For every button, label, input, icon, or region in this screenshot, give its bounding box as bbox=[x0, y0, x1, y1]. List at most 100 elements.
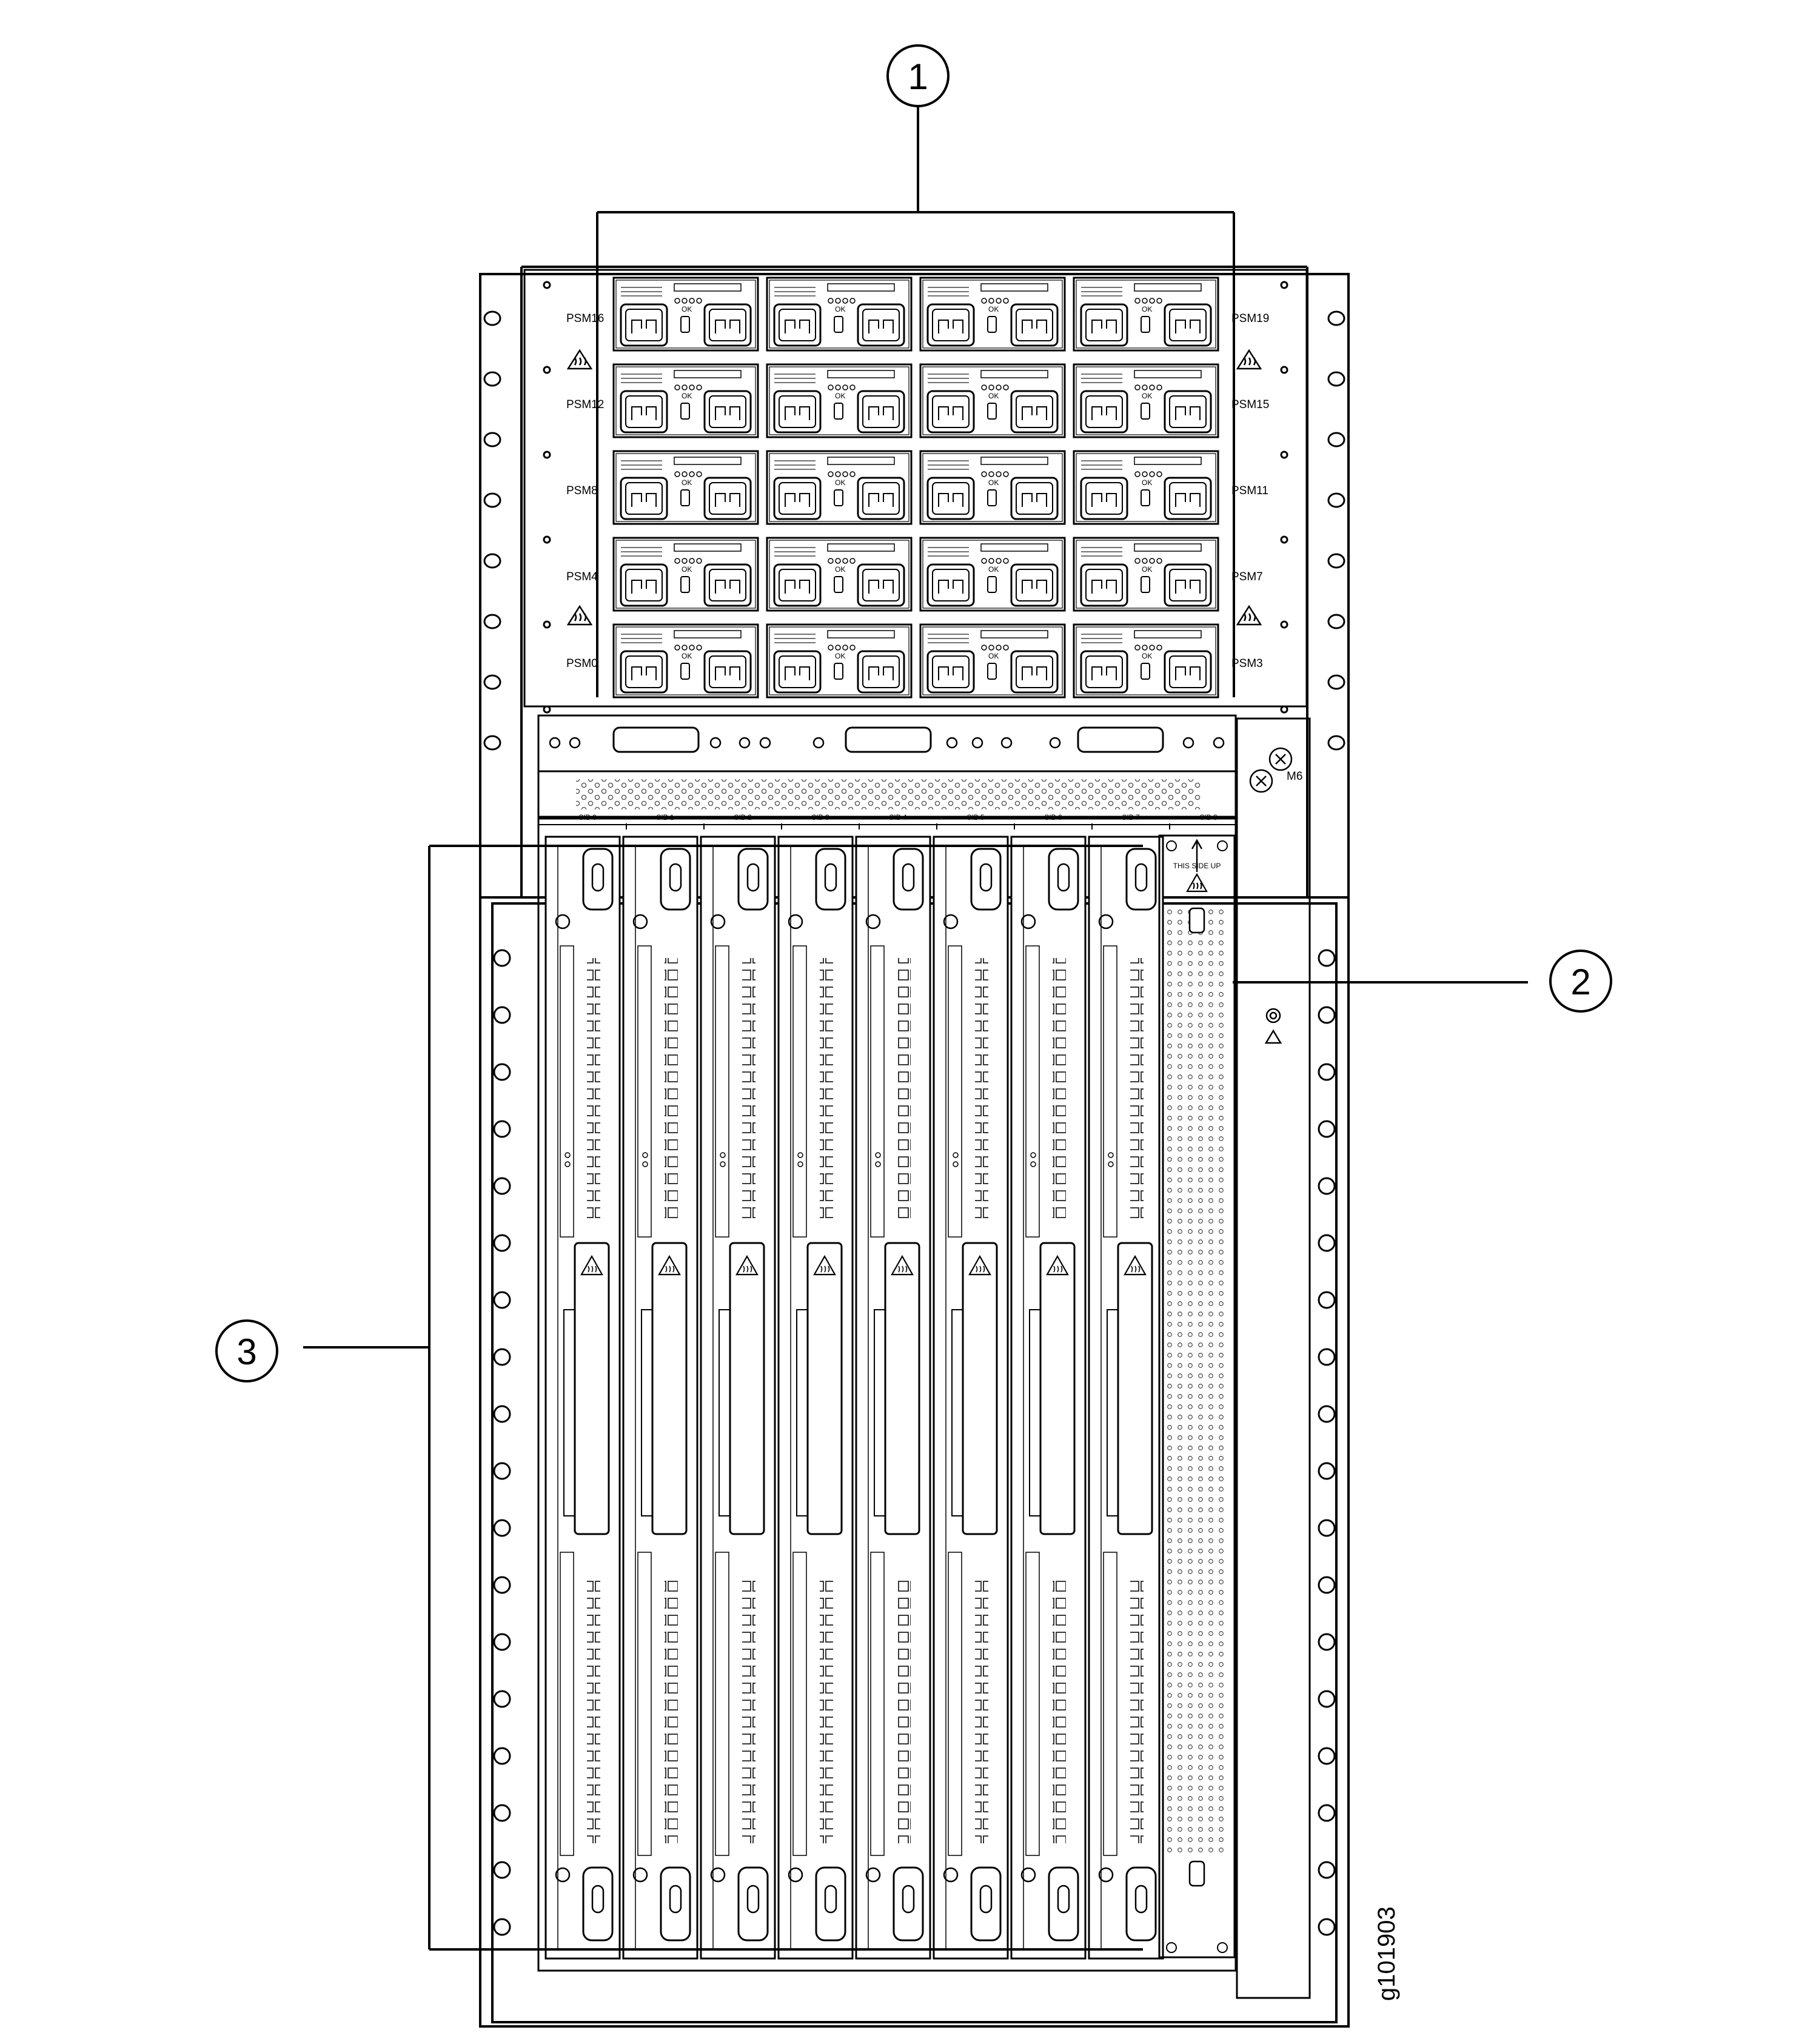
rack-hole bbox=[493, 1291, 511, 1309]
psm-module: OK bbox=[766, 623, 913, 699]
screw bbox=[739, 737, 751, 749]
warning-hot-surface-icon bbox=[968, 1255, 991, 1276]
screw-hole bbox=[1280, 451, 1288, 459]
rack-hole bbox=[483, 310, 501, 326]
led-ok-label: OK bbox=[835, 478, 845, 487]
rack-hole bbox=[493, 1348, 511, 1366]
rack-hole bbox=[1318, 1234, 1336, 1252]
rack-hole bbox=[1318, 1462, 1336, 1480]
rack-hole bbox=[483, 735, 501, 751]
psm-module: OK bbox=[612, 537, 759, 612]
rack-hole bbox=[493, 1633, 511, 1651]
sib-slot-label: SIB 8 bbox=[1199, 813, 1218, 822]
rack-hole bbox=[483, 553, 501, 569]
rack-hole bbox=[493, 949, 511, 967]
sib-card bbox=[700, 836, 776, 1960]
rack-hole bbox=[1327, 432, 1345, 447]
psm-module: OK bbox=[1073, 623, 1219, 699]
rack-hole bbox=[483, 371, 501, 387]
psm-module: OK bbox=[1073, 276, 1219, 352]
rack-hole bbox=[493, 1120, 511, 1138]
rack-hole bbox=[493, 1462, 511, 1480]
psm-label-left: PSM0 bbox=[566, 657, 598, 670]
led-ok-label: OK bbox=[988, 478, 999, 487]
rack-hole bbox=[1327, 735, 1345, 751]
sib-slot-label: SIB 5 bbox=[966, 813, 985, 822]
airflow-bar bbox=[537, 714, 1237, 818]
rack-mount-holes bbox=[483, 281, 1345, 1936]
esd-icon bbox=[1264, 1008, 1282, 1044]
screw-hole bbox=[1280, 366, 1288, 374]
screw-hole bbox=[543, 620, 551, 629]
led-ok-label: OK bbox=[1142, 392, 1152, 400]
psm-module: OK bbox=[766, 450, 913, 525]
psm-labels-left: PSM16 PSM12 PSM8 PSM4 PSM0 bbox=[566, 312, 604, 670]
led-ok-label: OK bbox=[1142, 478, 1152, 487]
led-ok-label: OK bbox=[988, 392, 999, 400]
psm-module: OK bbox=[612, 363, 759, 438]
psm-label-right: PSM15 bbox=[1231, 398, 1269, 411]
screw bbox=[812, 737, 825, 749]
psm-module: OK bbox=[919, 537, 1066, 612]
sib-slot-label: SIB 0 bbox=[578, 813, 597, 822]
rack-hole bbox=[1318, 1519, 1336, 1537]
rack-hole bbox=[493, 1804, 511, 1822]
rack-hole bbox=[1318, 1177, 1336, 1195]
sib-slot-label: SIB 6 bbox=[1044, 813, 1062, 822]
rack-hole bbox=[493, 1063, 511, 1081]
this-side-up-label: THIS SIDE UP bbox=[1173, 862, 1221, 870]
psm-module: OK bbox=[612, 450, 759, 525]
sib-card bbox=[622, 836, 698, 1960]
rack-hole bbox=[493, 1690, 511, 1708]
callout-2: 2 bbox=[1233, 950, 1612, 1013]
callout-3: 3 bbox=[215, 845, 1143, 1951]
rack-hole bbox=[1318, 1747, 1336, 1765]
psm-label-right: PSM19 bbox=[1231, 312, 1269, 325]
rack-hole bbox=[1318, 1291, 1336, 1309]
rack-hole bbox=[1318, 1348, 1336, 1366]
ground-label: M6 bbox=[1287, 770, 1302, 783]
led-ok-label: OK bbox=[988, 652, 999, 660]
led-ok-label: OK bbox=[988, 565, 999, 574]
screw-hole bbox=[1280, 281, 1288, 289]
sib-card bbox=[1088, 836, 1164, 1960]
rack-hole bbox=[1327, 310, 1345, 326]
led-ok-label: OK bbox=[835, 392, 845, 400]
psm-module: OK bbox=[1073, 363, 1219, 438]
warning-hot-surface-icon bbox=[735, 1255, 759, 1276]
screw bbox=[1000, 737, 1013, 749]
screw-hole bbox=[543, 366, 551, 374]
sib-slot-label: SIB 2 bbox=[734, 813, 752, 822]
sib-card bbox=[933, 836, 1009, 1960]
warning-hot-surface-icon bbox=[1046, 1255, 1069, 1276]
psm-module: OK bbox=[919, 623, 1066, 699]
led-ok-label: OK bbox=[682, 565, 692, 574]
rack-hole bbox=[493, 1234, 511, 1252]
rack-hole bbox=[1327, 553, 1345, 569]
warning-hot-surface-icon bbox=[566, 349, 1262, 626]
figure-id: g101903 bbox=[1373, 1906, 1400, 2001]
psm-module: OK bbox=[612, 276, 759, 352]
led-ok-label: OK bbox=[682, 305, 692, 313]
rack-hole bbox=[1318, 949, 1336, 967]
screw-hole bbox=[1280, 535, 1288, 544]
sib-slot-label: SIB 7 bbox=[1122, 813, 1140, 822]
rack-hole bbox=[1318, 1006, 1336, 1024]
psm-label-right: PSM7 bbox=[1231, 571, 1263, 583]
rack-hole bbox=[483, 492, 501, 508]
psm-label-right: PSM11 bbox=[1231, 484, 1268, 497]
psm-label-left: PSM12 bbox=[566, 398, 604, 411]
psm-module: OK bbox=[766, 363, 913, 438]
rack-hole bbox=[493, 1918, 511, 1936]
screw-hole bbox=[543, 281, 551, 289]
led-ok-label: OK bbox=[835, 565, 845, 574]
sib-card bbox=[855, 836, 931, 1960]
screw bbox=[709, 737, 722, 749]
rack-hole bbox=[1318, 1063, 1336, 1081]
ground-icon bbox=[1249, 747, 1293, 793]
